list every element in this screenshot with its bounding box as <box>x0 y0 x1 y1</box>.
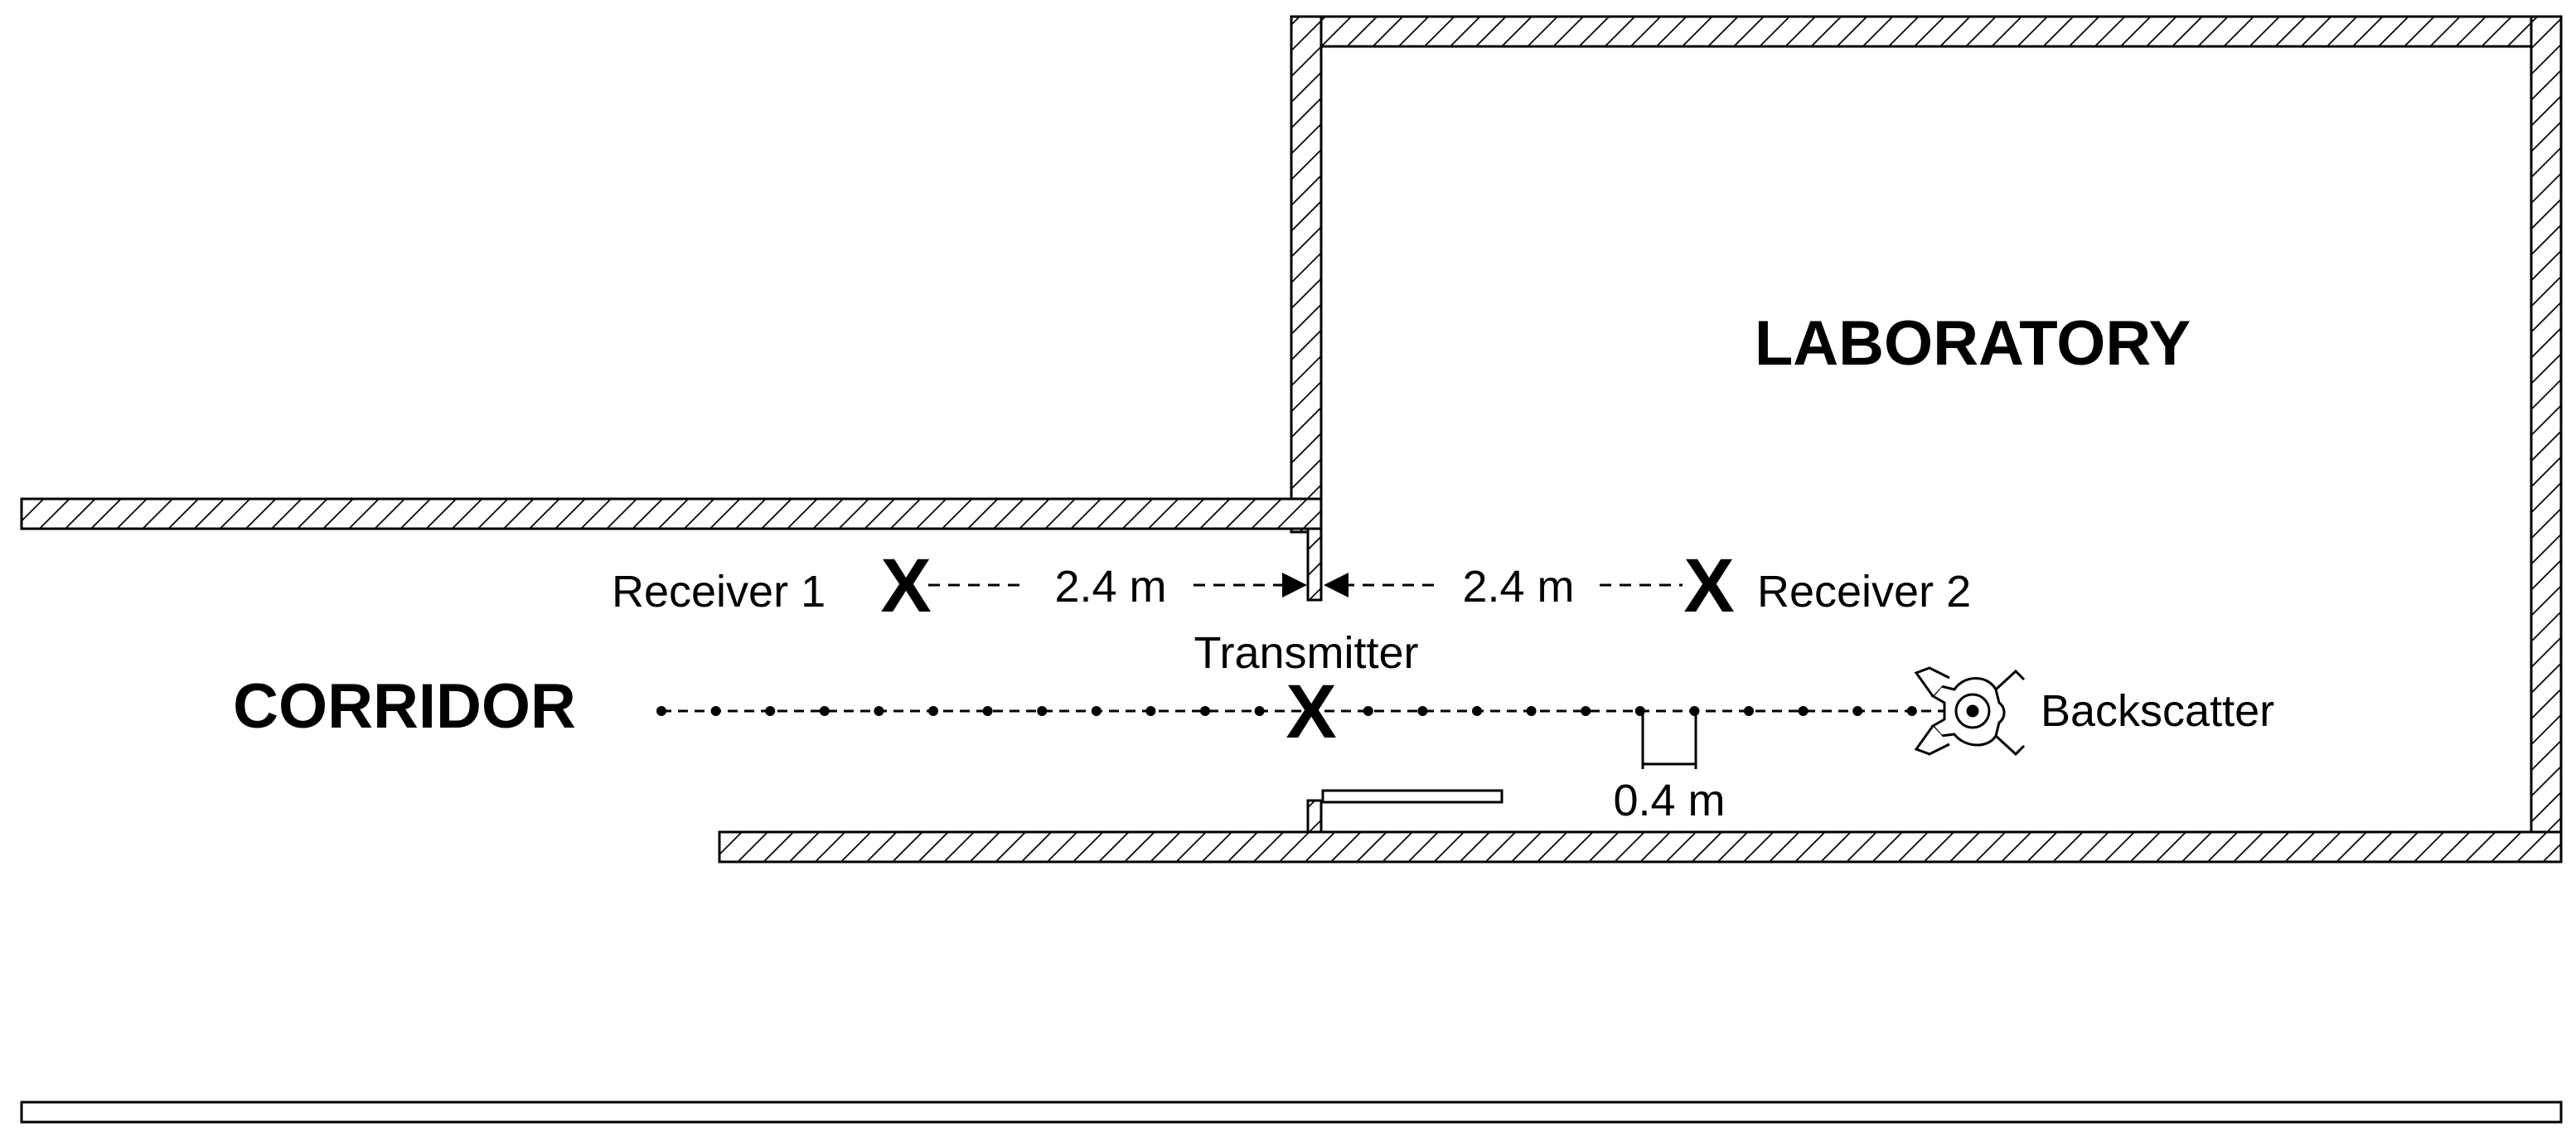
measurement-point <box>874 706 884 716</box>
measurement-point <box>1472 706 1482 716</box>
bottom-wall <box>718 830 2563 864</box>
measurement-point <box>1526 706 1537 716</box>
measurement-point <box>928 706 938 716</box>
receiver1-label: Receiver 1 <box>612 567 826 617</box>
receiver2-marker: X <box>1683 544 1734 628</box>
measurement-points <box>656 706 1917 716</box>
measurement-point <box>819 706 830 716</box>
left-distance-label: 2.4 m <box>1054 562 1166 612</box>
measurement-point <box>1744 706 1754 716</box>
measurement-point <box>656 706 666 716</box>
measurement-point <box>1798 706 1809 716</box>
door-jamb <box>1306 799 1323 834</box>
measurement-point <box>982 706 993 716</box>
measurement-point <box>765 706 776 716</box>
measurement-point <box>1037 706 1048 716</box>
laboratory-label: LABORATORY <box>1755 308 2191 379</box>
right-distance-label: 2.4 m <box>1462 562 1574 612</box>
lab-top-wall <box>1290 15 2563 48</box>
measurement-point <box>1852 706 1863 716</box>
measurement-point <box>1254 706 1265 716</box>
measurement-point <box>1145 706 1156 716</box>
measurement-point <box>1200 706 1210 716</box>
lab-right-wall <box>2530 15 2563 864</box>
backscatter-label: Backscatter <box>2041 686 2274 736</box>
measurement-point <box>1363 706 1373 716</box>
transmitter-marker: X <box>1286 670 1336 754</box>
bottom-bar <box>20 1101 2563 1124</box>
corridor-top-wall <box>20 497 1323 530</box>
receiver1-marker: X <box>880 544 931 628</box>
measurement-point <box>1091 706 1102 716</box>
measurement-point <box>1689 706 1700 716</box>
measurement-point <box>710 706 721 716</box>
walls <box>20 15 2563 1124</box>
measurement-point <box>1417 706 1428 716</box>
corridor-label: CORRIDOR <box>233 671 576 742</box>
backscatter-person-icon <box>1914 666 2026 757</box>
transmitter-label: Transmitter <box>1194 628 1418 678</box>
door-leaf <box>1321 789 1503 804</box>
step-label: 0.4 m <box>1613 776 1725 825</box>
lab-left-wall <box>1290 15 1323 534</box>
step-dimension <box>1641 711 1697 769</box>
measurement-point <box>1581 706 1591 716</box>
partition-stub <box>1306 527 1323 602</box>
receiver2-label: Receiver 2 <box>1757 567 1971 617</box>
measurement-point <box>1906 706 1917 716</box>
